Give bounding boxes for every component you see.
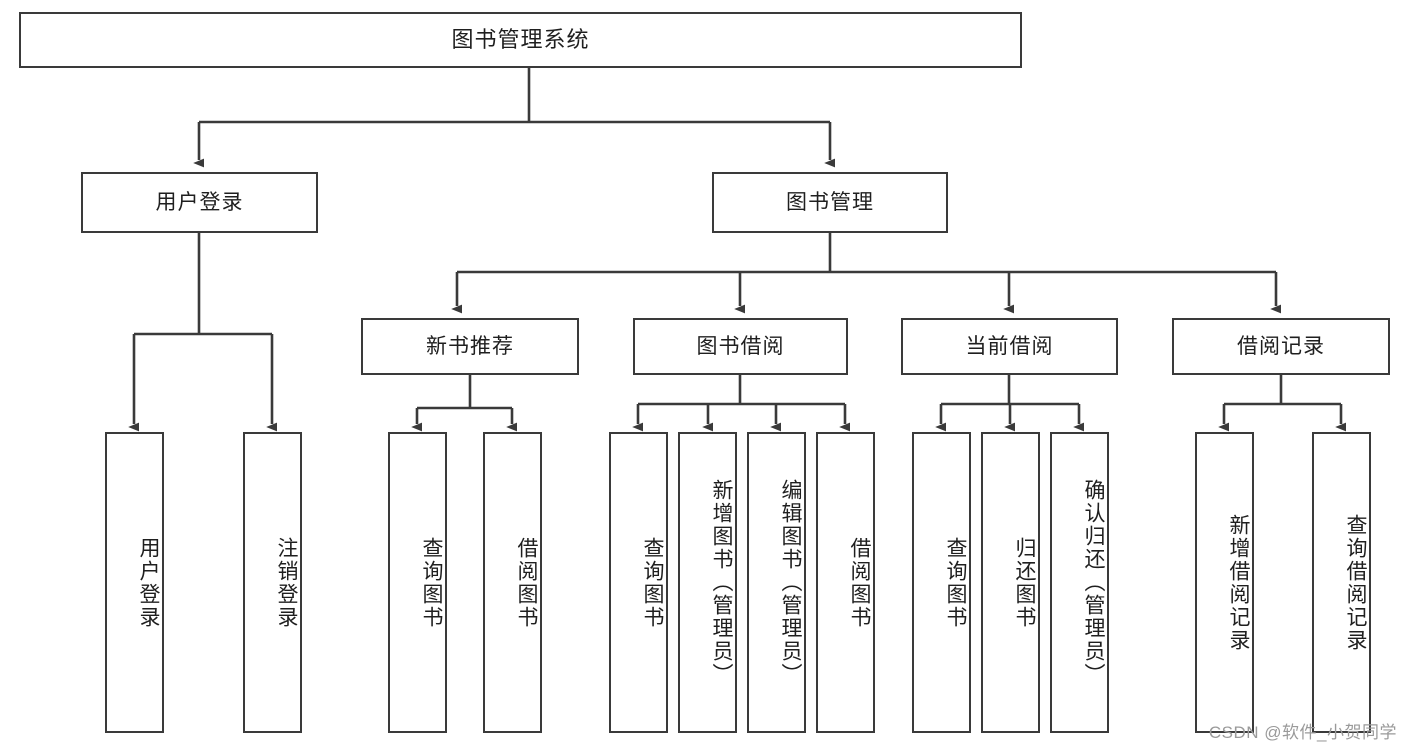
node-label: 图书管理 (786, 190, 874, 214)
node-label: 新增借阅记录 (1227, 513, 1250, 652)
node-user-login[interactable]: 用户登录 (81, 172, 318, 233)
node-label: 注销登录 (275, 536, 298, 629)
node-leaf-edit-book[interactable]: 编辑图书（管理员） (747, 432, 806, 733)
node-label: 编辑图书（管理员） (779, 479, 802, 686)
node-label: 查询图书 (944, 536, 967, 629)
csdn-watermark: CSDN @软件_小贺同学 (1208, 723, 1397, 742)
node-label: 图书借阅 (696, 334, 785, 358)
node-leaf-add-record[interactable]: 新增借阅记录 (1195, 432, 1254, 733)
node-leaf-return-book[interactable]: 归还图书 (981, 432, 1040, 733)
node-new-book-recommend[interactable]: 新书推荐 (361, 318, 579, 375)
node-root-system[interactable]: 图书管理系统 (19, 12, 1022, 68)
node-label: 用户登录 (155, 190, 244, 214)
node-leaf-confirm-return[interactable]: 确认归还（管理员） (1050, 432, 1109, 733)
node-label: 图书管理系统 (451, 26, 590, 52)
node-label: 用户登录 (137, 536, 160, 629)
node-borrow-record[interactable]: 借阅记录 (1172, 318, 1390, 375)
node-label: 查询图书 (641, 536, 664, 629)
node-label: 新增图书（管理员） (710, 479, 733, 686)
node-label: 借阅图书 (848, 536, 871, 629)
node-book-borrow[interactable]: 图书借阅 (633, 318, 848, 375)
node-label: 借阅记录 (1237, 334, 1325, 358)
node-leaf-query-book-1[interactable]: 查询图书 (388, 432, 447, 733)
node-leaf-borrow-book-1[interactable]: 借阅图书 (483, 432, 542, 733)
node-leaf-add-book[interactable]: 新增图书（管理员） (678, 432, 737, 733)
node-label: 查询图书 (420, 536, 443, 629)
node-label: 归还图书 (1013, 536, 1036, 629)
node-leaf-query-book-3[interactable]: 查询图书 (912, 432, 971, 733)
node-label: 查询借阅记录 (1344, 513, 1367, 652)
node-current-borrow[interactable]: 当前借阅 (901, 318, 1118, 375)
node-label: 确认归还（管理员） (1082, 479, 1105, 686)
node-label: 当前借阅 (965, 334, 1054, 358)
node-leaf-borrow-book-2[interactable]: 借阅图书 (816, 432, 875, 733)
node-leaf-query-record[interactable]: 查询借阅记录 (1312, 432, 1371, 733)
node-leaf-user-login[interactable]: 用户登录 (105, 432, 164, 733)
node-book-management[interactable]: 图书管理 (712, 172, 948, 233)
node-label: 借阅图书 (515, 536, 538, 629)
node-label: 新书推荐 (426, 334, 514, 358)
node-leaf-query-book-2[interactable]: 查询图书 (609, 432, 668, 733)
node-leaf-logout-login[interactable]: 注销登录 (243, 432, 302, 733)
